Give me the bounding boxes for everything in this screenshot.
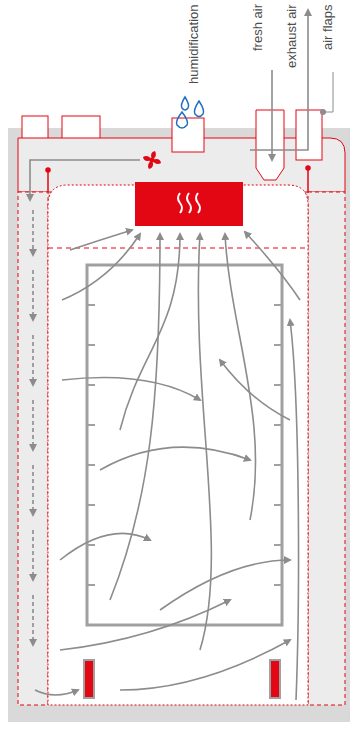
leader-line: [325, 72, 333, 112]
chamber-part: [60, 600, 230, 650]
chamber-part: [320, 109, 326, 115]
chamber-part: [48, 248, 308, 249]
flow-label: humidification: [186, 5, 201, 85]
air-flaps: [46, 166, 310, 192]
chamber-part: [198, 234, 211, 650]
chamber-part: [30, 160, 140, 200]
heat-symbol: [178, 193, 200, 213]
bottom-heater: [84, 660, 94, 698]
water-drops: [177, 97, 204, 128]
chamber-part: [160, 560, 290, 610]
chamber-part: [32, 270, 34, 320]
chamber-part: [100, 447, 250, 470]
chamber-part: [274, 584, 282, 586]
chamber-part: [143, 156, 152, 161]
chamber-part: [274, 504, 282, 506]
flow-label: exhaust air: [284, 4, 299, 68]
chamber-part: [256, 110, 284, 180]
chamber-part: [225, 234, 256, 520]
airflow-arrows: [30, 10, 308, 700]
chamber-part: [274, 464, 282, 466]
chamber-part: [87, 344, 95, 346]
chamber-part: [220, 360, 290, 420]
chamber-part: [32, 595, 34, 645]
chamber-part: [87, 584, 95, 586]
chamber-part: [18, 192, 48, 705]
chamber-part: [181, 97, 188, 110]
chamber-part: [32, 210, 34, 255]
chamber-part: [196, 193, 200, 213]
chamber-part: [274, 304, 282, 306]
chamber-part: [178, 193, 182, 213]
chamber-part: [32, 530, 34, 580]
chamber-part: [187, 193, 191, 213]
flow-label: air flaps: [320, 4, 335, 50]
chamber-part: [87, 504, 95, 506]
fan-symbol: [143, 151, 161, 169]
chamber-part: [152, 159, 161, 164]
chamber-part: [87, 544, 95, 546]
chamber-part: [70, 230, 132, 250]
chamber-part: [48, 185, 308, 705]
chamber-part: [307, 168, 309, 192]
chamber-part: [62, 234, 140, 300]
chamber-part: [177, 112, 188, 128]
chamber-part: [87, 304, 95, 306]
chamber-part: [296, 110, 322, 160]
chamber-part: [87, 424, 95, 426]
chamber-part: [308, 192, 345, 705]
rack-ticks: [87, 305, 282, 585]
chamber-part: [46, 168, 50, 172]
chamber-part: [120, 234, 180, 430]
chamber-part: [290, 320, 298, 700]
chamber-part: [87, 384, 95, 386]
chamber-part: [151, 151, 156, 160]
chamber-part: [87, 464, 95, 466]
chamber-part: [274, 544, 282, 546]
chamber-part: [306, 166, 310, 170]
chamber-part: [274, 424, 282, 426]
chamber-part: [60, 533, 150, 560]
chamber-part: [32, 465, 34, 515]
flow-label: fresh air: [250, 4, 265, 51]
chamber-part: [148, 160, 153, 169]
chamber-part: [274, 344, 282, 346]
chamber-part: [245, 232, 300, 300]
chamber-part: [110, 234, 160, 600]
chamber-part: [47, 170, 49, 192]
chamber-part: [271, 70, 273, 160]
chamber-part: [195, 101, 204, 117]
rack: [87, 265, 282, 625]
housing: [8, 128, 350, 722]
chamber-part: [32, 400, 34, 450]
chamber-part: [274, 384, 282, 386]
bottom-heater: [270, 660, 280, 698]
chamber-part: [32, 335, 34, 385]
chamber-part: [35, 690, 78, 695]
chamber-part: [120, 640, 290, 690]
heater: [135, 182, 243, 226]
